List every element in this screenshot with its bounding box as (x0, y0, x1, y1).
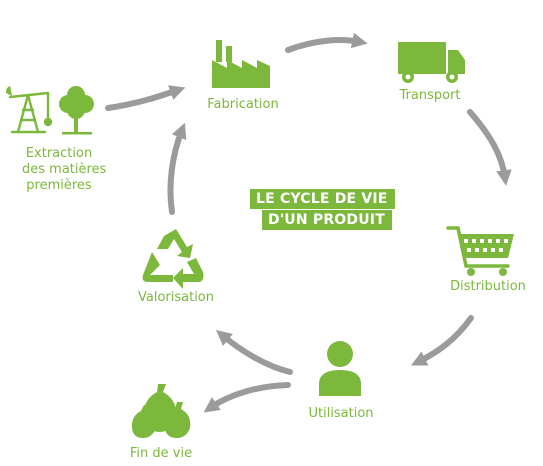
oil-pump-icon (6, 86, 53, 134)
stage-label-fabrication: Fabrication (207, 97, 279, 112)
stage-label-fin-de-vie: Fin de vie (129, 446, 193, 461)
tree-icon (59, 86, 94, 135)
stage-label-extraction: Extraction des matières premières (22, 146, 107, 194)
extraction-line-3: premières (26, 178, 92, 193)
arrow-transport-to-distribution (467, 109, 512, 186)
truck-icon (398, 42, 465, 83)
garbage-bags-icon (131, 384, 191, 438)
stage-label-utilisation: Utilisation (308, 406, 374, 421)
stage-label-distribution: Distribution (450, 279, 526, 294)
title-line-2: D'UN PRODUIT (262, 210, 392, 230)
arrow-valorisation-to-fabrication (167, 122, 187, 215)
shopping-cart-icon (446, 226, 514, 276)
arrow-utilisation-to-valorisation (216, 330, 293, 375)
person-icon (319, 341, 361, 396)
recycle-icon (142, 229, 204, 289)
extraction-line-1: Extraction (25, 146, 93, 161)
factory-icon (212, 40, 270, 88)
stage-label-valorisation: Valorisation (137, 290, 214, 305)
arrow-extraction-to-fabrication (105, 85, 186, 111)
oil-pump-and-tree-icon (6, 86, 94, 135)
title-line-1: LE CYCLE DE VIE (250, 189, 395, 209)
arrow-distribution-to-utilisation (411, 315, 474, 366)
extraction-line-2: des matières (22, 162, 107, 177)
flow-arrows (105, 32, 512, 413)
stage-label-transport: Transport (399, 88, 461, 103)
arrow-utilisation-to-fin-de-vie (203, 382, 291, 413)
arrow-fabrication-to-transport (285, 32, 368, 53)
